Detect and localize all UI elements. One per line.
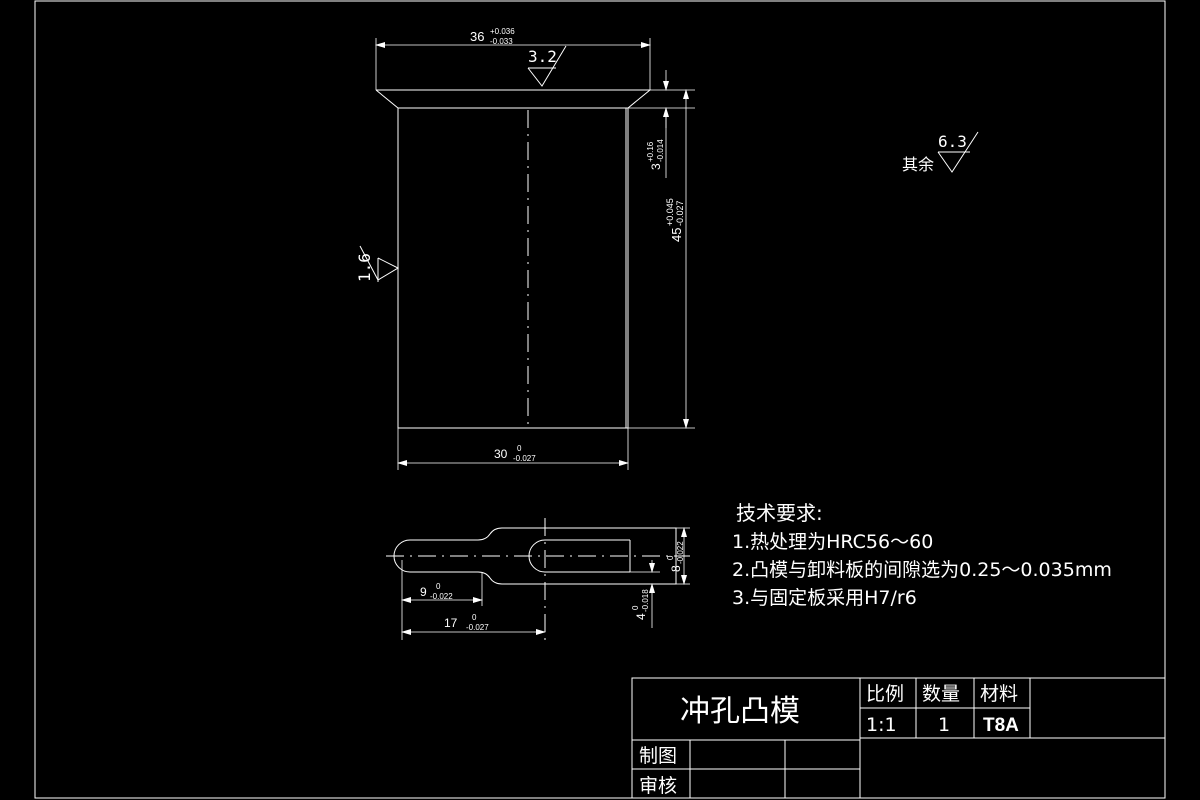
svg-text:其余: 其余 <box>902 155 934 174</box>
scale-value: 1:1 <box>866 714 897 736</box>
requirement-item: 3.与固定板采用H7/r6 <box>732 587 917 609</box>
title-block: 冲孔凸模 比例 数量 材料 1:1 1 T8A 制图 审核 <box>631 677 1166 799</box>
dim-bottom-upper: 0 <box>517 444 522 453</box>
section-dim-8-upper: 0 <box>666 555 675 560</box>
section-dim-8-lower: -0.022 <box>676 541 685 564</box>
drawing-frame <box>34 0 1166 799</box>
section-dim-9-upper: 0 <box>436 582 441 591</box>
drawn-label: 制图 <box>639 745 677 767</box>
requirement-item: 2.凸模与卸料板的间隙选为0.25～0.035mm <box>732 559 1112 581</box>
quantity-value: 1 <box>938 714 950 736</box>
quantity-label: 数量 <box>922 683 960 705</box>
dim-right-height-base: 45 <box>669 228 684 242</box>
roughness-symbol-top: 3.2 <box>527 45 567 87</box>
dim-right-height-lower: -0.027 <box>675 200 685 226</box>
section-dim-9-lower: -0.022 <box>430 592 453 601</box>
part-name: 冲孔凸模 <box>680 694 800 729</box>
technical-requirements: 技术要求: 1.热处理为HRC56～60 2.凸模与卸料板的间隙选为0.25～0… <box>732 501 1112 609</box>
scale-label: 比例 <box>866 683 904 705</box>
requirements-title: 技术要求: <box>736 501 823 525</box>
svg-text:3.2: 3.2 <box>528 47 557 66</box>
dim-bottom-base: 30 <box>494 447 508 461</box>
checked-label: 审核 <box>639 775 677 797</box>
section-dim-4-upper: 0 <box>631 605 640 610</box>
section-dim-8-base: 8 <box>669 565 683 572</box>
svg-text:1.6: 1.6 <box>355 253 374 282</box>
section-dim-17-lower: -0.027 <box>466 623 489 632</box>
material-label: 材料 <box>980 683 1018 705</box>
dim-right-small-upper: +0.16 <box>646 141 655 162</box>
svg-text:6.3: 6.3 <box>938 132 967 151</box>
section-dim-9-base: 9 <box>420 585 427 599</box>
dim-top-base: 36 <box>470 29 484 44</box>
roughness-symbol-left: 1.6 <box>355 245 400 282</box>
section-dim-4-lower: -0.018 <box>641 589 650 612</box>
dim-top-lower: -0.033 <box>490 37 513 46</box>
roughness-rest: 其余 6.3 <box>902 131 979 174</box>
dim-top-upper: +0.036 <box>490 27 515 36</box>
dim-right-height-upper: +0.045 <box>665 198 675 226</box>
dim-right-small-base: 3 <box>649 163 663 170</box>
dim-right-small-lower: -0.014 <box>656 139 665 162</box>
dim-bottom-lower: -0.027 <box>513 454 536 463</box>
section-dim-17-base: 17 <box>444 616 458 630</box>
requirement-item: 1.热处理为HRC56～60 <box>732 531 933 553</box>
material-value: T8A <box>983 715 1019 736</box>
section-view: 9 0 -0.022 17 0 -0.027 8 0 -0.022 4 0 -0… <box>386 518 690 640</box>
front-view: 36 +0.036 -0.033 3.2 3 +0.16 -0.014 45 +… <box>355 27 695 470</box>
section-dim-17-upper: 0 <box>472 613 477 622</box>
section-dim-4-base: 4 <box>634 613 648 620</box>
